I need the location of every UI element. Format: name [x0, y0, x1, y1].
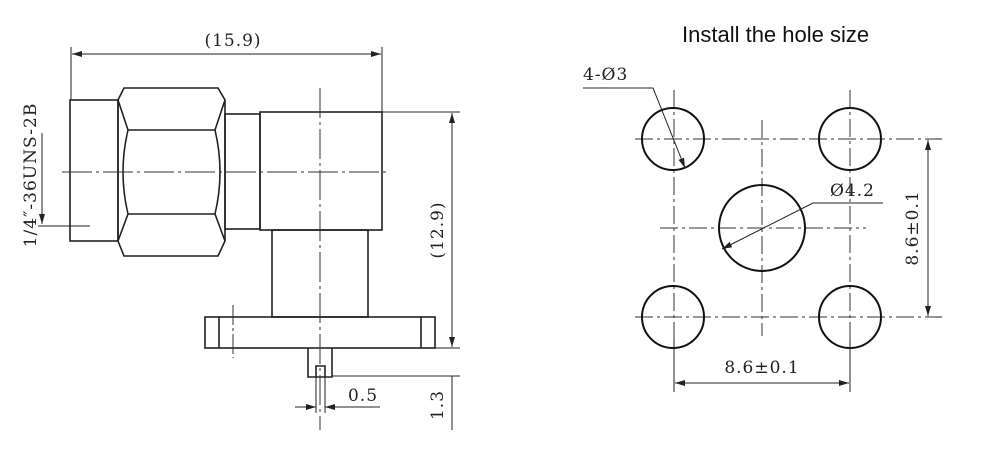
hole-centerlines — [635, 90, 935, 388]
height-dimension: (12.9) — [428, 201, 448, 258]
horizontal-spacing-label: 8.6±0.1 — [724, 358, 799, 378]
nut-front — [69, 99, 119, 242]
thread-spec: 1/4″-36UNS-2B — [21, 103, 41, 248]
mount-hole-label: 4-Ø3 — [583, 65, 628, 85]
pin-width-dimension: 0.5 — [348, 386, 378, 406]
mount-hole-bottom-left — [641, 285, 705, 349]
hole-size-title: Install the hole size — [682, 22, 870, 47]
hole-layout: 4-Ø3 Ø4.2 8.6±0.1 8.6±0.1 — [583, 65, 942, 392]
center-hole — [718, 184, 806, 272]
side-view — [69, 87, 436, 378]
side-dimensions — [38, 47, 460, 430]
mount-hole-top-right — [818, 107, 882, 171]
mount-hole-top-left — [641, 107, 705, 171]
pin-length-dimension: 1.3 — [428, 390, 448, 420]
vertical-spacing-label: 8.6±0.1 — [903, 190, 923, 265]
body — [259, 111, 383, 231]
center-hole-label: Ø4.2 — [830, 181, 875, 201]
side-centerlines — [62, 88, 388, 430]
length-dimension: (15.9) — [204, 31, 261, 51]
